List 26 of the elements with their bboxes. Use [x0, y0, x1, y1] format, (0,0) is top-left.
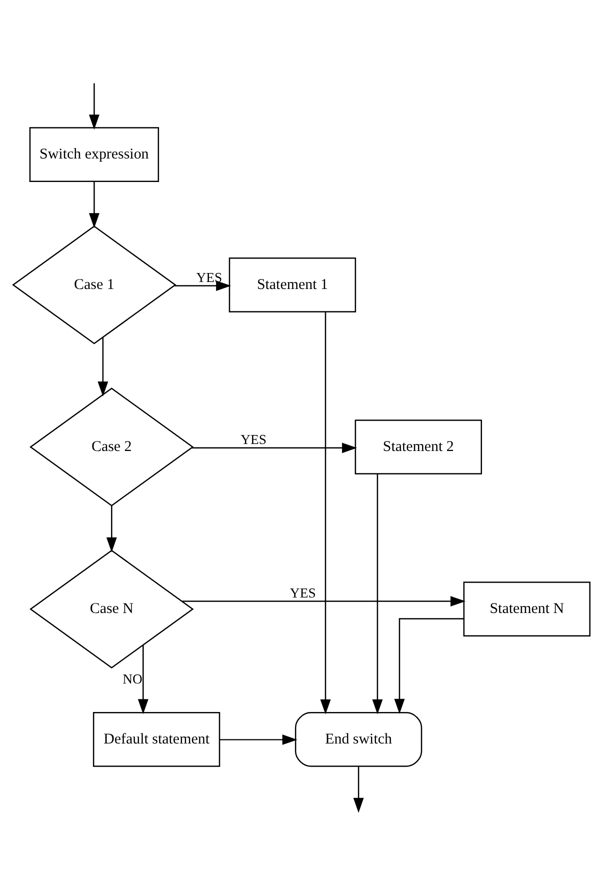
arrow — [106, 505, 117, 552]
arrow — [98, 337, 108, 396]
arrow — [353, 766, 364, 812]
arrow — [372, 473, 383, 714]
arrow — [138, 644, 148, 714]
node-box: Statement 2 — [354, 419, 482, 474]
arrow — [394, 618, 464, 714]
node-diamond: Case 2 — [30, 387, 194, 506]
node-box: Switch expression — [29, 126, 160, 182]
node-diamond: Case N — [30, 549, 194, 668]
arrow — [182, 596, 466, 606]
edge-label: YES — [196, 269, 222, 284]
edge-label: YES — [290, 584, 316, 600]
node-diamond: Case 1 — [12, 225, 176, 344]
node-box: Statement 1 — [228, 256, 356, 312]
node-box: End switch — [294, 711, 422, 766]
edge-label: YES — [240, 431, 266, 446]
node-box: Statement N — [463, 581, 590, 636]
arrow — [88, 82, 100, 130]
arrow — [320, 311, 331, 714]
arrow — [220, 734, 298, 744]
arrow — [88, 181, 100, 228]
node-box: Default statement — [92, 711, 220, 766]
arrow — [192, 442, 357, 453]
edge-label: NO — [122, 670, 142, 686]
arrow — [174, 280, 232, 291]
